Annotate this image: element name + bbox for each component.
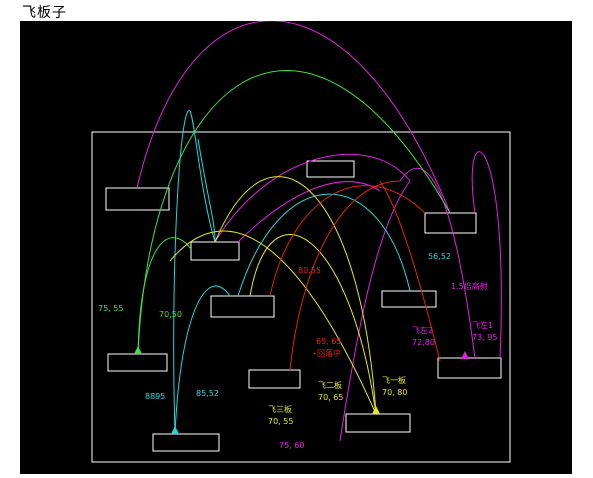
arc-y3 <box>169 230 377 415</box>
page-title: 飞板子 <box>22 5 67 21</box>
arc-r1 <box>269 185 426 297</box>
arc-c3 <box>237 193 411 297</box>
box-8[interactable] <box>248 369 301 389</box>
box-5[interactable] <box>210 295 275 318</box>
arc-c1 <box>173 110 216 435</box>
red-arcs <box>269 180 441 371</box>
box-9[interactable] <box>437 357 502 379</box>
box-4[interactable] <box>190 241 240 261</box>
label-15: 70, 65 <box>318 393 343 402</box>
arc-g2 <box>137 237 192 355</box>
label-20: 75, 60 <box>279 441 304 450</box>
box-2[interactable] <box>306 160 355 178</box>
arc-c2 <box>174 285 231 435</box>
label-18: 飞三板 <box>268 404 292 414</box>
label-3: 80,55 <box>298 266 321 275</box>
label-8: 飞左1 <box>472 320 493 330</box>
outer-frame <box>91 131 511 463</box>
arc-c4 <box>197 138 216 243</box>
arrow-2 <box>171 426 179 434</box>
label-17: 70, 80 <box>382 388 407 397</box>
box-1[interactable] <box>105 187 170 211</box>
box-10[interactable] <box>345 413 411 433</box>
label-5: 1.5倍高射 <box>451 281 488 291</box>
cyan-arcs <box>173 110 411 435</box>
arc-m2 <box>214 153 411 243</box>
label-19: 70, 55 <box>268 417 293 426</box>
diagram-canvas: 75, 55 70,50 80,55 56,52 1.5倍高射 飞左2 72,8… <box>20 21 572 474</box>
arc-m1 <box>136 21 451 214</box>
label-12: 8895 <box>145 392 165 401</box>
arc-r2 <box>289 180 401 371</box>
label-7: 72,80 <box>412 338 435 347</box>
arrow-1 <box>134 346 142 354</box>
arc-r3 <box>379 180 441 362</box>
arc-y2 <box>249 234 377 415</box>
label-16: 飞一板 <box>382 375 406 385</box>
box-7[interactable] <box>107 353 168 372</box>
arrow-4 <box>461 351 469 359</box>
arc-y1 <box>214 176 377 415</box>
green-arcs <box>137 70 451 355</box>
label-4: 56,52 <box>428 252 451 261</box>
arc-m3 <box>399 167 476 360</box>
arc-m5 <box>471 151 502 360</box>
label-9: 73, 95 <box>472 333 497 342</box>
label-13: 85,52 <box>196 389 219 398</box>
label-6: 飞左2 <box>412 325 433 335</box>
label-2: 70,50 <box>159 310 182 319</box>
label-10: 65, 65 <box>316 337 341 346</box>
label-14: 飞二板 <box>318 380 342 390</box>
box-11[interactable] <box>152 433 220 452</box>
label-1: 75, 55 <box>98 304 123 313</box>
arrow-3 <box>372 406 380 414</box>
box-6[interactable] <box>381 290 437 308</box>
flow-diagram: 75, 55 70,50 80,55 56,52 1.5倍高射 飞左2 72,8… <box>91 21 511 463</box>
yellow-arcs <box>169 176 377 415</box>
arc-m4 <box>339 180 411 442</box>
arc-g1 <box>137 70 451 355</box>
label-11: ⋆回落中 <box>312 348 341 358</box>
